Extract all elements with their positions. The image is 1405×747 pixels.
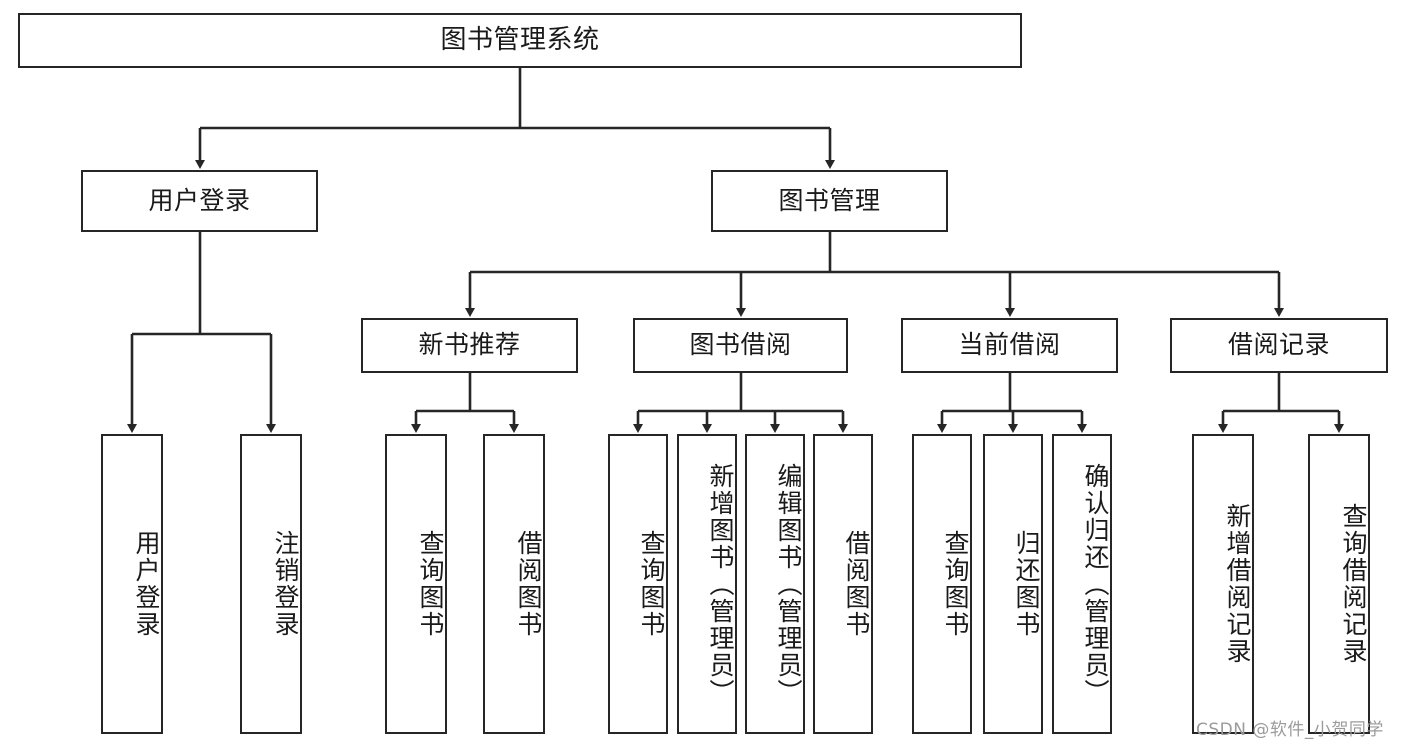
node-label-borrow-record: 借阅记录: [1227, 330, 1330, 360]
node-new-book-recommend[interactable]: 新书推荐: [361, 318, 578, 373]
node-label-leaf-edit-book-admin: 编辑图书（管理员）: [774, 462, 803, 706]
node-leaf-query-book-borrow[interactable]: 查询图书: [608, 434, 668, 734]
node-borrow-record[interactable]: 借阅记录: [1170, 318, 1388, 373]
node-label-leaf-confirm-return-admin: 确认归还（管理员）: [1081, 462, 1110, 706]
node-label-leaf-user-login: 用户登录: [132, 530, 161, 638]
node-leaf-add-borrow-record[interactable]: 新增借阅记录: [1192, 434, 1254, 734]
node-label-user-login: 用户登录: [148, 185, 251, 215]
node-label-leaf-add-borrow-record: 新增借阅记录: [1223, 503, 1252, 665]
node-book-management[interactable]: 图书管理: [711, 170, 948, 232]
node-label-leaf-query-book-cur: 查询图书: [941, 530, 970, 638]
node-leaf-borrow-book[interactable]: 借阅图书: [813, 434, 873, 734]
node-leaf-query-book-cur[interactable]: 查询图书: [912, 434, 972, 734]
node-leaf-query-book-rec[interactable]: 查询图书: [385, 434, 447, 734]
node-leaf-confirm-return-admin[interactable]: 确认归还（管理员）: [1052, 434, 1112, 734]
node-label-root: 图书管理系统: [440, 24, 600, 55]
node-leaf-borrow-book-rec[interactable]: 借阅图书: [483, 434, 545, 734]
node-label-new-book-recommend: 新书推荐: [418, 330, 521, 360]
node-leaf-edit-book-admin[interactable]: 编辑图书（管理员）: [745, 434, 805, 734]
node-leaf-return-book[interactable]: 归还图书: [983, 434, 1043, 734]
node-leaf-user-logout[interactable]: 注销登录: [240, 434, 302, 734]
csdn-watermark: CSDN @软件_小贺同学: [1196, 720, 1384, 740]
node-label-leaf-user-logout: 注销登录: [271, 530, 300, 638]
node-label-leaf-borrow-book: 借阅图书: [842, 530, 871, 638]
node-leaf-query-borrow-record[interactable]: 查询借阅记录: [1308, 434, 1370, 734]
node-label-book-management: 图书管理: [778, 185, 881, 215]
node-leaf-user-login[interactable]: 用户登录: [101, 434, 163, 734]
node-book-borrow[interactable]: 图书借阅: [633, 318, 848, 373]
node-label-book-borrow: 图书借阅: [689, 330, 792, 360]
node-label-leaf-borrow-book-rec: 借阅图书: [514, 530, 543, 638]
node-leaf-add-book-admin[interactable]: 新增图书（管理员）: [677, 434, 737, 734]
node-user-login[interactable]: 用户登录: [81, 170, 318, 232]
node-label-current-borrow: 当前借阅: [958, 330, 1061, 360]
node-label-leaf-add-book-admin: 新增图书（管理员）: [706, 462, 735, 706]
node-label-leaf-query-book-rec: 查询图书: [416, 530, 445, 638]
node-label-leaf-return-book: 归还图书: [1012, 530, 1041, 638]
node-label-leaf-query-book-borrow: 查询图书: [637, 530, 666, 638]
node-label-leaf-query-borrow-record: 查询借阅记录: [1339, 503, 1368, 665]
node-current-borrow[interactable]: 当前借阅: [901, 318, 1118, 373]
node-root[interactable]: 图书管理系统: [18, 13, 1022, 68]
